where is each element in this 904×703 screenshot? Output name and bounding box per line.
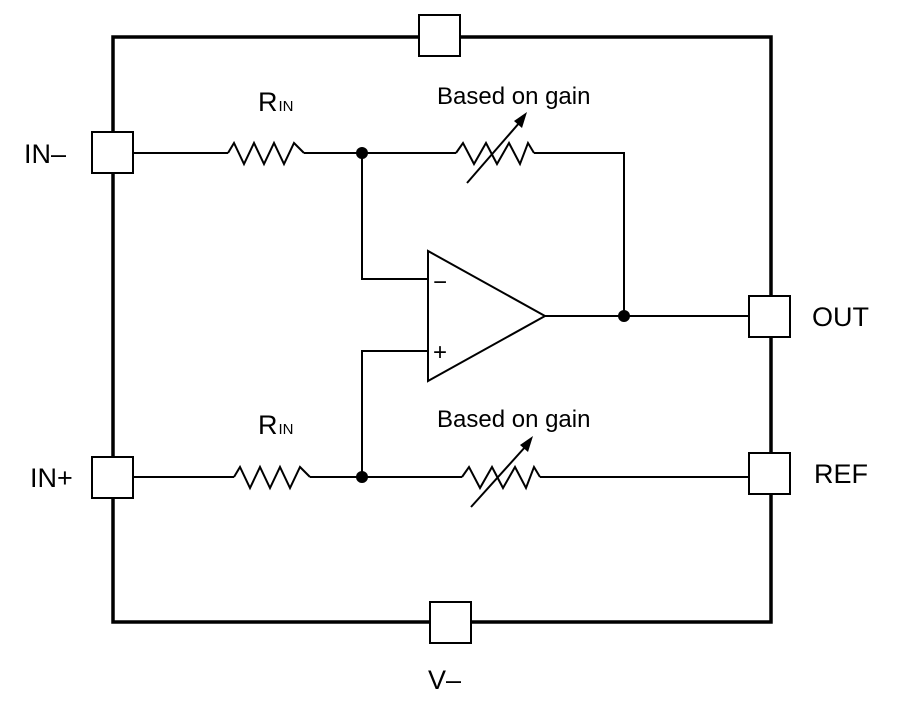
- junction-dot-bottom: [356, 471, 368, 483]
- resistor-rin-bottom: [233, 464, 311, 491]
- pin-label-ref: REF: [814, 459, 868, 489]
- junction-dot-output: [618, 310, 630, 322]
- variable-resistor-ref: [461, 436, 541, 508]
- pin-label-in-minus: IN–: [24, 139, 66, 169]
- rin-bottom-label: RIN: [258, 410, 294, 440]
- pin-box-in-minus: [91, 131, 134, 174]
- variable-resistor-feedback: [455, 112, 535, 184]
- pin-box-in-plus: [91, 456, 134, 499]
- pin-box-out: [748, 295, 791, 338]
- pin-box-v-minus: [429, 601, 472, 644]
- pin-label-out: OUT: [812, 302, 869, 332]
- junction-dot-top: [356, 147, 368, 159]
- pin-label-v-minus: V–: [428, 665, 461, 695]
- pin-box-ref: [748, 452, 791, 495]
- op-amp: [427, 249, 548, 383]
- op-amp-noninverting-sign: +: [433, 339, 447, 366]
- pin-label-in-plus: IN+: [30, 463, 73, 493]
- rin-top-label: RIN: [258, 87, 294, 117]
- op-amp-inverting-sign: −: [433, 269, 447, 296]
- feedback-resistor-caption: Based on gain: [437, 83, 590, 110]
- resistor-rin-top: [227, 140, 305, 167]
- ref-resistor-caption: Based on gain: [437, 406, 590, 433]
- pin-box-top: [418, 14, 461, 57]
- wires: [133, 152, 749, 478]
